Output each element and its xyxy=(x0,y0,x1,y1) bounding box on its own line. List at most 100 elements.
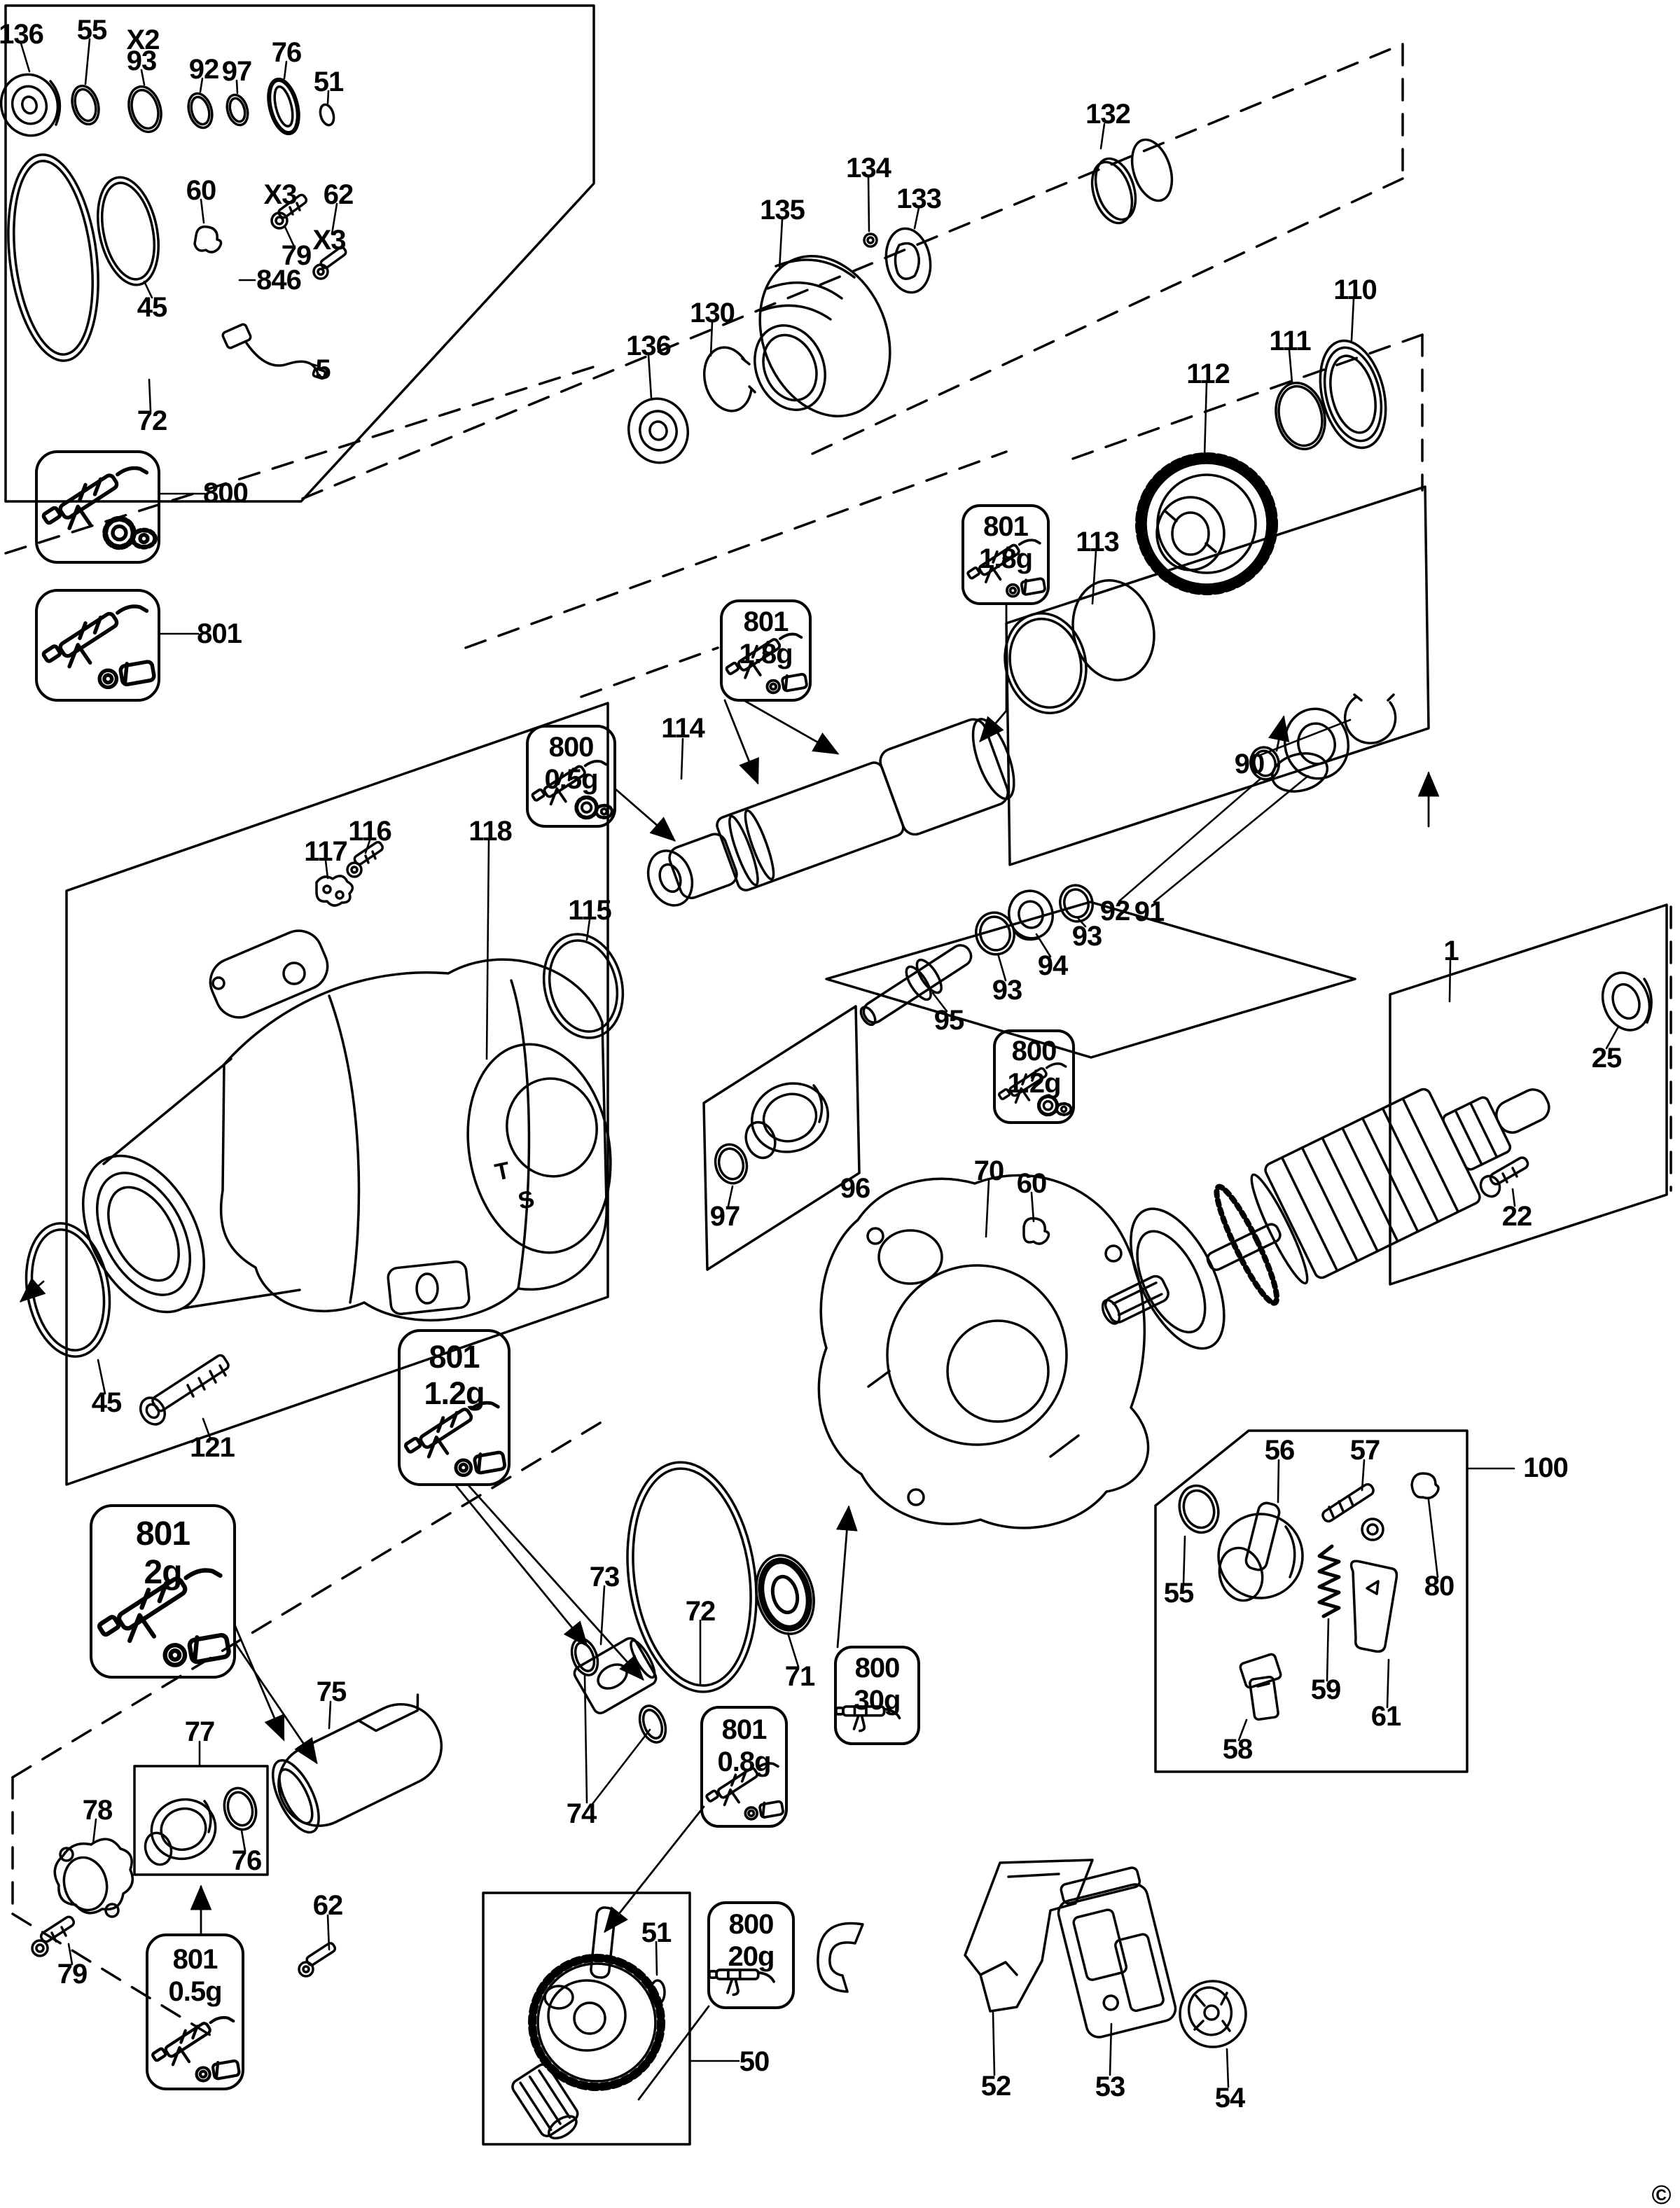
grease-801-12-text-0: 801 xyxy=(429,1339,480,1375)
part-screw-62a xyxy=(312,246,347,280)
grease-801-05-box xyxy=(146,1933,244,2090)
grease-801-18a-box xyxy=(962,504,1050,605)
part-hook-spring xyxy=(817,1922,864,1993)
part-label-94-33: 94 xyxy=(1037,950,1068,981)
part-oring-92b xyxy=(1249,746,1280,781)
grease-800-12-text-0: 800 xyxy=(1011,1036,1057,1067)
part-label-96-41: 96 xyxy=(840,1173,870,1204)
part-label-61-54: 61 xyxy=(1370,1701,1401,1732)
part-clamp-78 xyxy=(53,1838,134,1918)
part-screw-62b xyxy=(298,1942,337,1978)
part-label-121-57: 121 xyxy=(190,1432,235,1463)
part-label-112-27: 112 xyxy=(1186,359,1230,389)
part-label-78-65: 78 xyxy=(82,1795,113,1826)
grease-801-12-grease-gun-icon xyxy=(405,1403,506,1476)
part-rings-113 xyxy=(1004,579,1155,714)
part-oring-92a xyxy=(187,92,214,130)
part-screw-79a xyxy=(270,193,308,230)
part-label-54-72: 54 xyxy=(1214,2083,1245,2113)
part-oring-45b xyxy=(25,1222,111,1358)
part-label-56-49: 56 xyxy=(1264,1435,1295,1466)
part-label-92-31: 92 xyxy=(1099,896,1130,926)
part-oring-111 xyxy=(1275,381,1326,451)
part-circlip-130 xyxy=(702,346,756,412)
grease-801-12-box xyxy=(398,1329,511,1486)
part-label-1-43: 1 xyxy=(1443,936,1459,966)
callout-boxes xyxy=(35,450,1075,2090)
part-oring-55a xyxy=(71,84,100,126)
part-label-93-32: 93 xyxy=(1071,921,1102,952)
part-label-62-11: 62 xyxy=(323,179,354,210)
part-bearing-25 xyxy=(1601,971,1653,1032)
boundary-planes xyxy=(4,4,1672,2146)
part-label-22-45: 22 xyxy=(1501,1201,1532,1232)
part-label-51-7: 51 xyxy=(313,67,344,97)
part-label-60-47: 60 xyxy=(1016,1168,1047,1199)
part-label-91-30: 91 xyxy=(1134,896,1165,927)
part-label-114-36: 114 xyxy=(661,713,705,744)
part-label-79-10: 79 xyxy=(281,240,312,271)
part-bearing-71 xyxy=(755,1554,815,1635)
part-label-58-55: 58 xyxy=(1222,1734,1253,1765)
part-oring-76b xyxy=(223,1786,258,1831)
part-oring-97a xyxy=(225,93,249,127)
part-label-55-1: 55 xyxy=(76,15,107,46)
part-label-801-17: 801 xyxy=(197,618,242,649)
part-sleeve-75 xyxy=(271,1693,443,1834)
part-oring-74a xyxy=(570,1637,599,1676)
part-label-95-35: 95 xyxy=(933,1005,964,1036)
part-wire-5 xyxy=(221,323,327,380)
grease-801-topleft-box xyxy=(35,589,160,702)
part-cap-136a xyxy=(0,73,62,137)
part-label-71-60: 71 xyxy=(784,1661,815,1692)
part-clamp-117 xyxy=(315,875,354,907)
part-rings-132 xyxy=(1090,138,1174,225)
part-label-80-51: 80 xyxy=(1424,1571,1455,1602)
part-label-77-63: 77 xyxy=(184,1716,215,1747)
part-label-76-64: 76 xyxy=(231,1845,262,1876)
part-crank-50 xyxy=(511,1906,665,2140)
part-oring-93x2 xyxy=(127,85,162,134)
part-label-75-62: 75 xyxy=(316,1676,347,1707)
part-label-45-13: 45 xyxy=(137,292,167,323)
part-label-846-18: 846 xyxy=(256,265,302,296)
part-label-X2-2: X2 xyxy=(126,25,160,55)
part-label-74-61: 74 xyxy=(566,1798,597,1829)
part-gear-112 xyxy=(1135,452,1278,595)
grease-801-2-text-0: 801 xyxy=(135,1515,190,1553)
part-oring-51a xyxy=(319,103,335,127)
part-label-130-23: 130 xyxy=(690,298,735,328)
part-label-800-16: 800 xyxy=(203,478,249,508)
grease-801-18a-text-0: 801 xyxy=(983,511,1029,542)
part-oring-115 xyxy=(542,933,625,1039)
part-ball-134 xyxy=(863,232,878,248)
part-label-116-38: 116 xyxy=(348,816,392,847)
part-label-X3-12: X3 xyxy=(312,225,347,256)
part-housing-118 xyxy=(81,929,612,1322)
part-label-45-56: 45 xyxy=(91,1387,122,1418)
part-label-136-24: 136 xyxy=(626,331,672,361)
part-label-60-8: 60 xyxy=(186,175,216,206)
grease-801-18b-text-1: 1.8g xyxy=(739,638,793,669)
callout-arrows xyxy=(19,602,1440,2101)
part-label-72-59: 72 xyxy=(685,1596,716,1627)
part-label-115-37: 115 xyxy=(568,895,612,926)
part-screw-116 xyxy=(346,840,384,878)
part-oring-45a xyxy=(96,176,160,286)
part-label-76-6: 76 xyxy=(271,37,302,68)
leader-lines xyxy=(20,38,1619,2088)
part-label-59-53: 59 xyxy=(1310,1674,1341,1705)
part-label-70-46: 70 xyxy=(973,1155,1004,1186)
grease-801-2-text-1: 2g xyxy=(144,1554,182,1592)
part-label-117-39: 117 xyxy=(304,836,348,867)
grease-800-20-text-0: 800 xyxy=(728,1908,775,1940)
grease-801-18a-text-1: 1.8g xyxy=(978,543,1033,574)
part-knob-56 xyxy=(1217,1501,1304,1602)
part-oring-76a xyxy=(267,77,300,136)
part-label-90-29: 90 xyxy=(1234,749,1265,779)
part-label-50-69: 50 xyxy=(739,2046,770,2077)
part-label-93-3: 93 xyxy=(126,46,157,76)
part-label-110-25: 110 xyxy=(1333,275,1377,305)
part-label-X3-9: X3 xyxy=(263,179,298,210)
